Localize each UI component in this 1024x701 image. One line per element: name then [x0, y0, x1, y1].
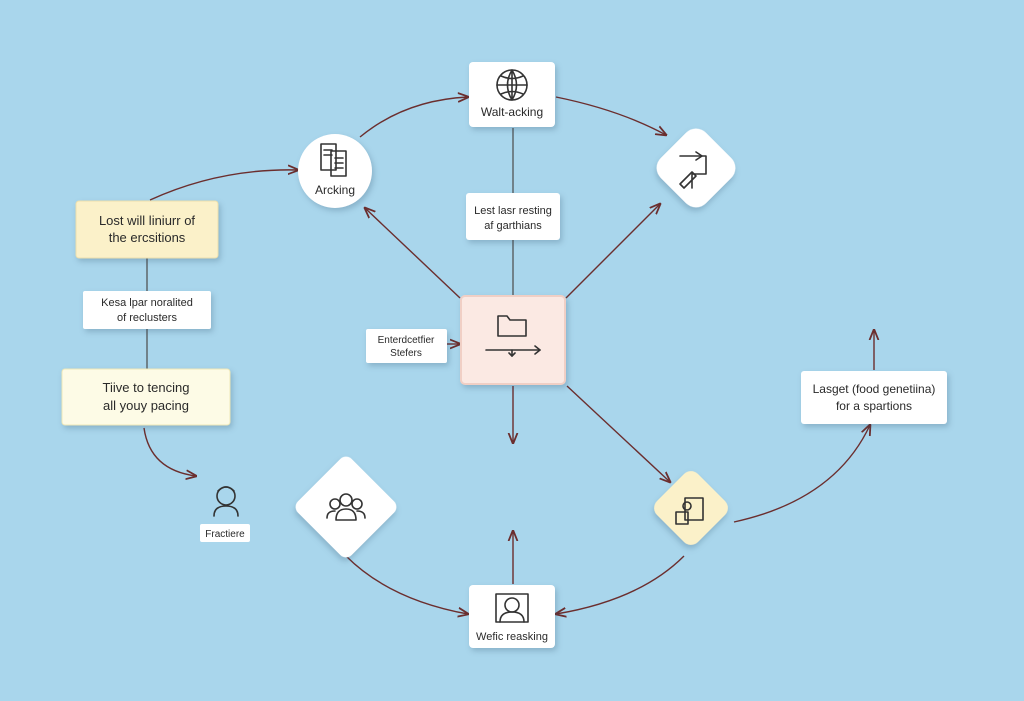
arrow-center-to-circle — [365, 208, 461, 299]
node-left-circle[interactable]: Arcking — [298, 134, 372, 208]
node-center-left-label: Enterdcetfier Stefers — [366, 329, 447, 363]
arrow-center-to-br-diamond — [566, 385, 670, 482]
arrow-circle-to-top — [359, 97, 468, 138]
node-left-circle-label: Arcking — [315, 183, 355, 197]
node-center[interactable] — [460, 295, 566, 385]
arrow-yellow-to-circle — [149, 170, 298, 201]
left-yellow-line2: the ercsitions — [109, 230, 186, 245]
left-lower-line1: Tiive to tencing — [103, 380, 190, 395]
document-icon — [320, 143, 347, 177]
center-left-label-line1: Enterdcetfier — [378, 335, 435, 346]
left-mid-line1: Kesa lpar noralited — [101, 297, 193, 309]
left-mid-line2: of reclusters — [117, 312, 177, 324]
left-lower-line2: all youy pacing — [103, 398, 189, 413]
node-top-label: Walt-acking — [481, 105, 543, 119]
node-bottom-right-diamond[interactable] — [650, 467, 732, 549]
arrow-top-to-diamond — [555, 96, 666, 135]
user-frame-icon — [495, 593, 529, 623]
node-top[interactable]: Walt-acking — [469, 62, 555, 127]
left-yellow-line1: Lost will liniurr of — [99, 213, 195, 228]
group-icon — [326, 493, 366, 521]
node-center-label: Lest lasr resting af garthians — [466, 193, 560, 240]
edit-square-icon — [679, 151, 707, 189]
person-label: Fractiere — [205, 529, 245, 540]
user-screen-icon — [675, 497, 704, 525]
arrow-group-to-bottom — [345, 555, 468, 614]
node-group-diamond[interactable] — [292, 453, 399, 560]
center-left-label-line2: Stefers — [390, 348, 422, 359]
center-label-line1: Lest lasr resting — [474, 205, 552, 217]
right-label-line1: Lasget (food genetiina) — [813, 382, 936, 396]
center-label-line2: af garthians — [484, 220, 542, 232]
right-label-line2: for a spartions — [836, 399, 912, 413]
node-bottom[interactable]: Wefic reasking — [469, 585, 555, 648]
folder-icon — [497, 315, 527, 337]
globe-icon — [496, 69, 528, 101]
arrow-lower-to-person — [143, 427, 196, 476]
node-left-yellow[interactable]: Lost will liniurr of the ercsitions — [75, 200, 219, 259]
flow-arrows-icon — [485, 345, 541, 357]
person-icon — [213, 486, 239, 517]
connectors — [143, 96, 874, 614]
arrow-br-to-bottom — [556, 555, 685, 614]
node-bottom-label: Wefic reasking — [476, 631, 548, 643]
arrow-center-to-diamond — [565, 204, 660, 299]
node-left-lower[interactable]: Tiive to tencing all youy pacing — [61, 368, 231, 426]
node-person[interactable]: Fractiere — [200, 486, 250, 542]
node-right-label[interactable]: Lasget (food genetiina) for a spartions — [801, 371, 947, 424]
node-top-right-diamond[interactable] — [651, 123, 742, 214]
node-left-mid[interactable]: Kesa lpar noralited of reclusters — [83, 291, 211, 329]
arrow-br-to-right — [733, 425, 870, 523]
